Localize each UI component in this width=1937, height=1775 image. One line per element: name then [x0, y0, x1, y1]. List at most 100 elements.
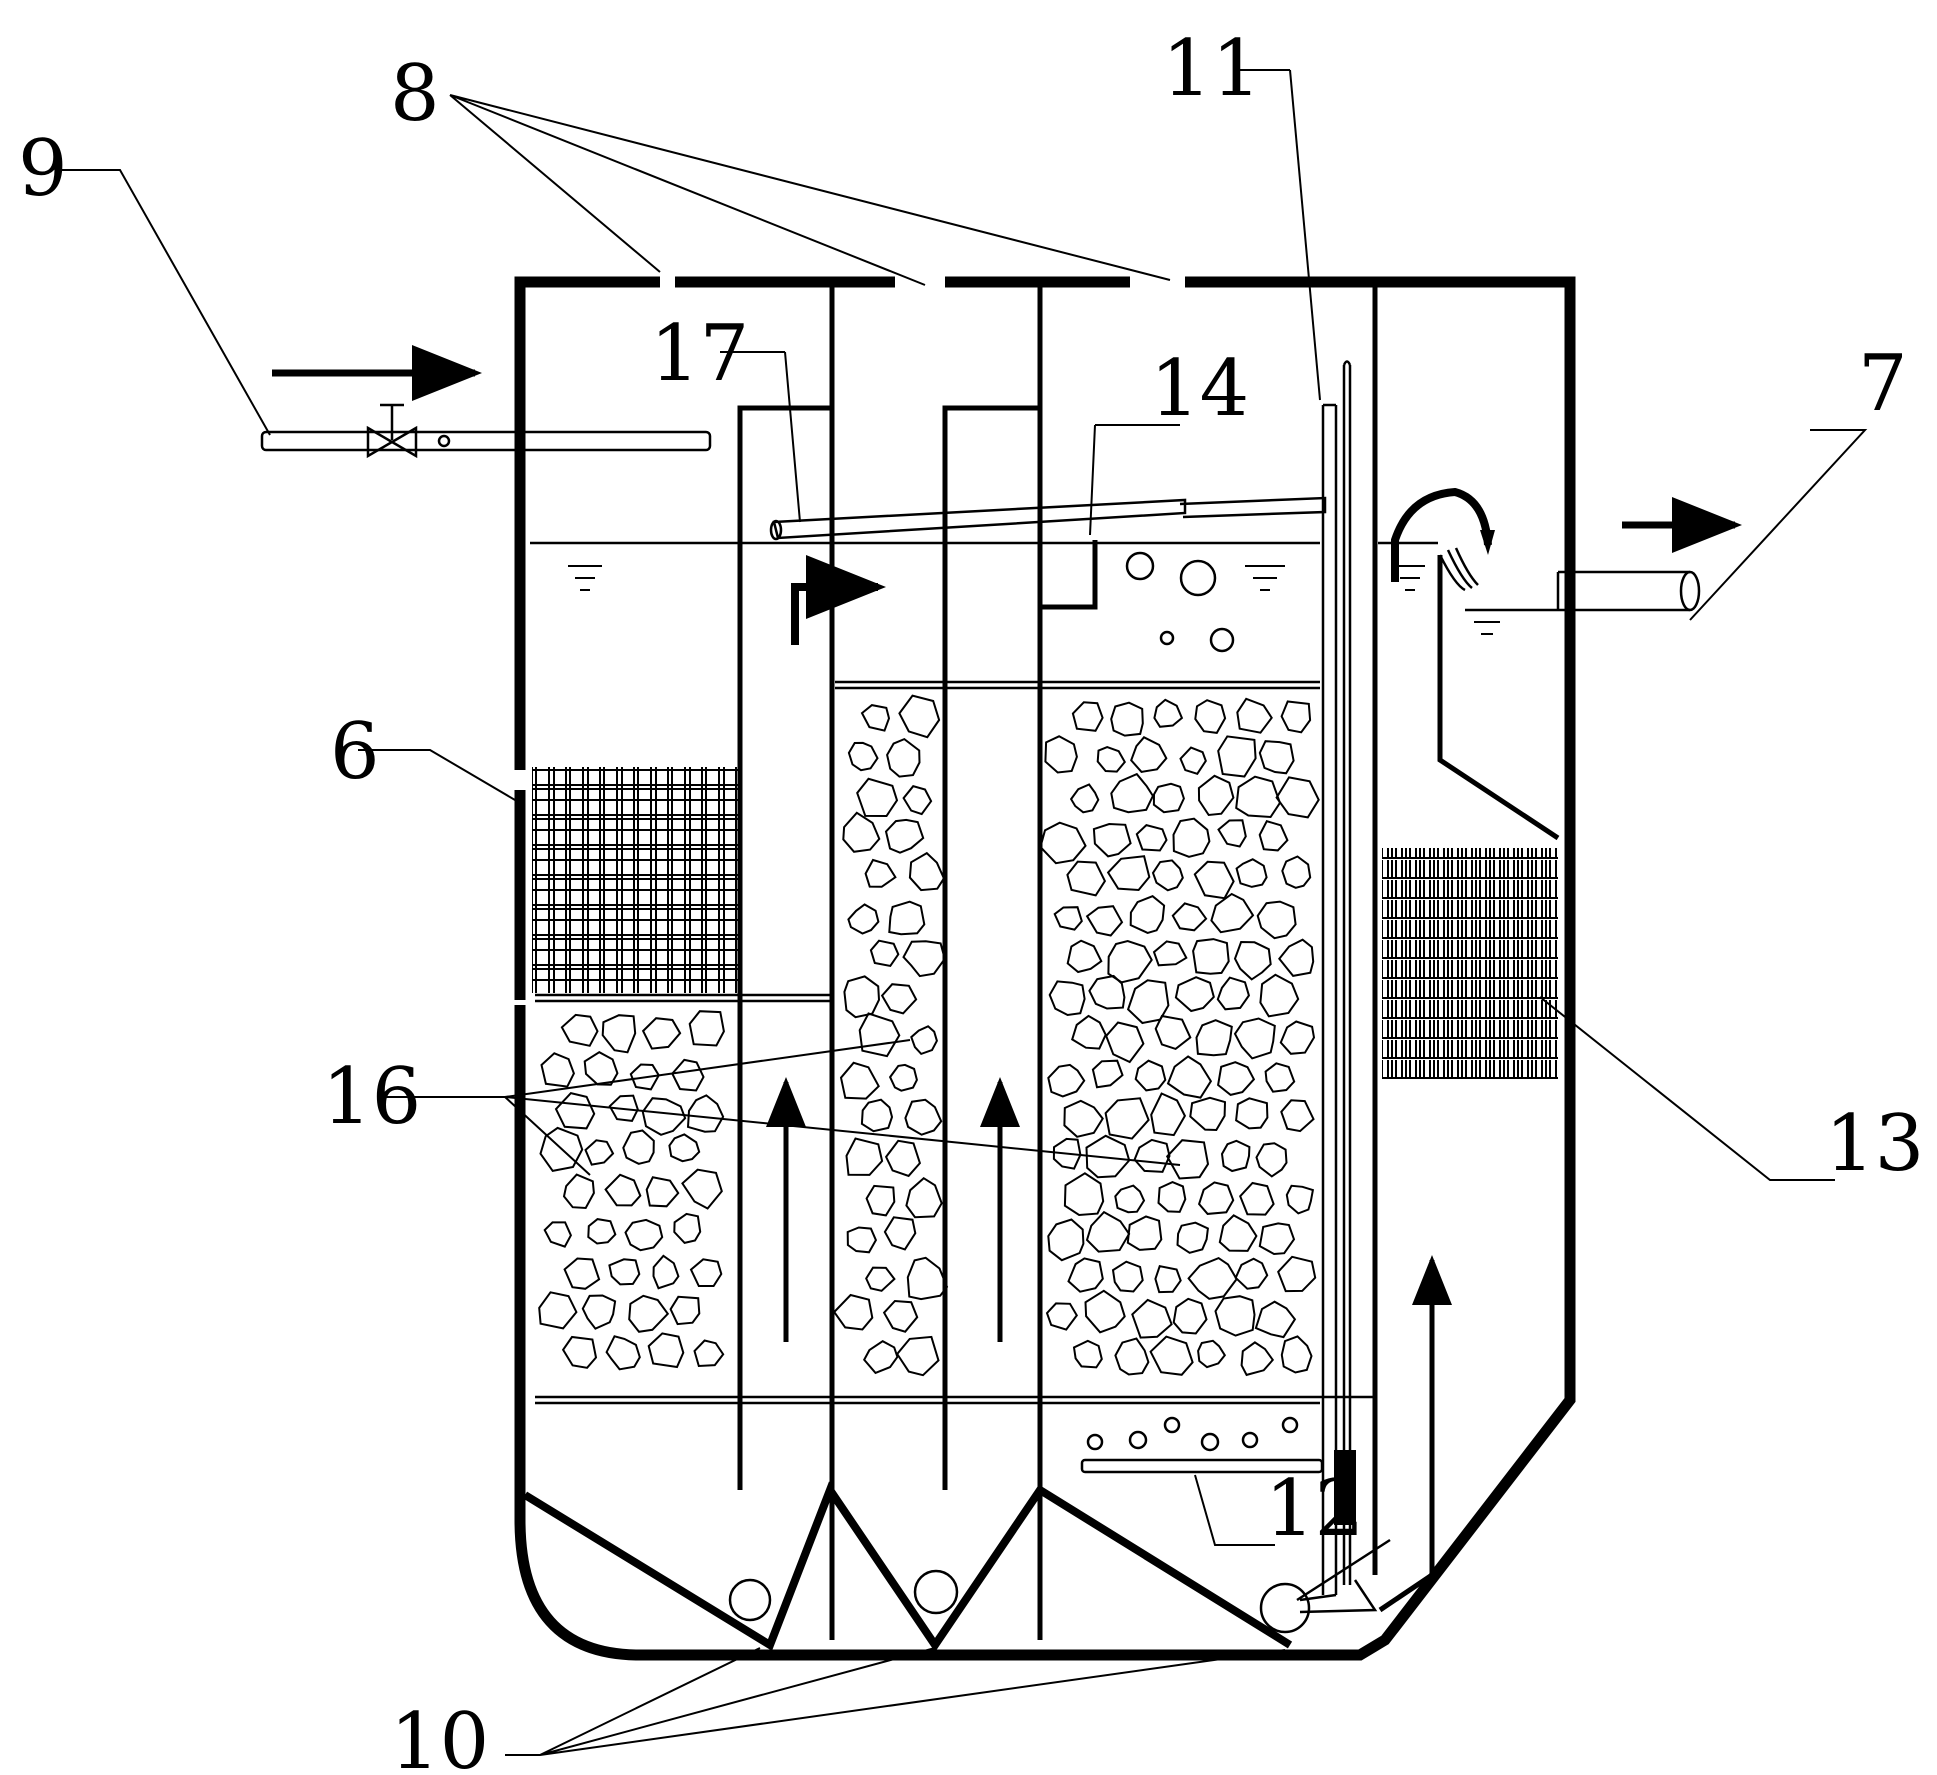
flow-arrows: [766, 555, 1452, 1613]
gravel-stone: [1189, 1096, 1227, 1132]
mesh-filter-media: [532, 767, 738, 993]
gravel-stone: [1179, 746, 1207, 775]
label-17: 17: [650, 309, 749, 399]
gravel-stone: [880, 983, 918, 1015]
gravel-stone: [1134, 1059, 1167, 1092]
gravel-stone: [1067, 1257, 1104, 1293]
gravel-stone: [1258, 740, 1295, 775]
gravel-stone: [1239, 1181, 1275, 1216]
gravel-stone: [647, 1332, 685, 1369]
gravel-stone: [1217, 735, 1257, 778]
gravel-stone: [1279, 1020, 1316, 1055]
gravel-stone: [581, 1294, 617, 1330]
gravel-stone: [1154, 1014, 1192, 1051]
gravel-stone: [540, 1052, 575, 1088]
gravel-stone: [1047, 1063, 1086, 1098]
gravel-stone: [860, 704, 891, 732]
gravel-stone: [668, 1133, 701, 1163]
gravel-stone: [554, 1091, 596, 1130]
gravel-stone: [884, 818, 925, 854]
gravel-stone: [1107, 939, 1153, 984]
gravel-stone: [1085, 1210, 1131, 1253]
gravel-stone: [1217, 819, 1247, 848]
gravel-stone: [562, 1173, 595, 1210]
gravel-stone: [1091, 1059, 1124, 1089]
gravel-stone: [1110, 701, 1144, 737]
gravel-stone: [1280, 1335, 1313, 1374]
gravel-stone: [1195, 1019, 1233, 1057]
gravel-stone: [652, 1254, 680, 1290]
gravel-stone: [856, 777, 899, 818]
gravel-stone: [1157, 1181, 1187, 1213]
gravel-stone: [865, 1266, 896, 1292]
gravel-stone: [1044, 735, 1078, 774]
gravel-stone: [673, 1212, 702, 1245]
gravel-stone: [1048, 980, 1086, 1017]
gravel-stone: [905, 1176, 943, 1219]
gravel-packing: [538, 694, 1320, 1377]
gravel-stone: [1131, 1298, 1173, 1339]
air-riser: [1299, 360, 1378, 1614]
gravel-stone: [1278, 938, 1315, 977]
gravel-stone: [1258, 820, 1289, 852]
gravel-stone: [1039, 821, 1087, 865]
gravel-stone: [1233, 1017, 1276, 1060]
gravel-stone: [1264, 1062, 1296, 1093]
gravel-stone: [1063, 1172, 1105, 1217]
label-9: 9: [18, 124, 68, 214]
gravel-stone: [898, 694, 941, 739]
gravel-stone: [587, 1218, 617, 1245]
gravel-stone: [910, 1025, 938, 1056]
gravel-stone: [583, 1051, 619, 1086]
gravel-stone: [1165, 1139, 1210, 1180]
gravel-stone: [843, 975, 881, 1019]
gravel-stone: [1150, 1092, 1187, 1137]
gravel-stone: [904, 1098, 943, 1136]
gravel-stone: [864, 858, 897, 888]
gravel-stone: [1072, 1339, 1103, 1369]
gravel-stone: [869, 939, 900, 968]
leader-lines: [55, 69, 1868, 1756]
tank-shell: [514, 276, 1576, 1661]
gravel-stone: [847, 903, 880, 935]
gravel-stone: [1096, 746, 1127, 773]
gravel-stone: [888, 900, 926, 936]
gravel-stone: [645, 1176, 680, 1208]
gravel-stone: [895, 1335, 940, 1377]
gravel-stone: [1133, 1138, 1171, 1173]
air-pump: [1334, 1450, 1356, 1525]
gravel-stone: [1235, 775, 1282, 819]
gravel-stone: [624, 1218, 664, 1252]
gravel-stone: [1197, 774, 1235, 817]
gravel-stone: [906, 1256, 949, 1301]
gravel-stone: [539, 1126, 584, 1173]
gravel-stone: [902, 940, 946, 978]
gravel-stone: [1105, 1021, 1145, 1064]
gravel-stone: [543, 1221, 573, 1248]
gravel-stone: [1152, 782, 1185, 814]
gravel-stone: [689, 1258, 723, 1287]
gravel-stone: [671, 1058, 705, 1092]
gravel-stone: [1277, 1255, 1317, 1293]
labels: 8 9 11 17 14 7 6 16 13 12 10: [18, 24, 1924, 1775]
gravel-stone: [1197, 1181, 1235, 1215]
gravel-stone: [604, 1173, 642, 1207]
gravel-stone: [1149, 1335, 1194, 1376]
gravel-stone: [832, 1293, 874, 1331]
gravel-stone: [1233, 940, 1272, 981]
gravel-stone: [681, 1168, 723, 1210]
gravel-stone: [1258, 1222, 1296, 1256]
label-16: 16: [322, 1052, 421, 1142]
gravel-stone: [1135, 823, 1168, 852]
gravel-stone: [628, 1294, 670, 1333]
gravel-stone: [1172, 817, 1211, 858]
gravel-stone: [1166, 1055, 1213, 1099]
gravel-stone: [686, 1094, 725, 1133]
support-plates: [535, 680, 1375, 1405]
sludge-valve: [1259, 1582, 1311, 1634]
gravel-stone: [1151, 859, 1184, 892]
gravel-stone: [601, 1014, 637, 1054]
gravel-stone: [1187, 1256, 1238, 1300]
gravel-stone: [1192, 938, 1230, 975]
